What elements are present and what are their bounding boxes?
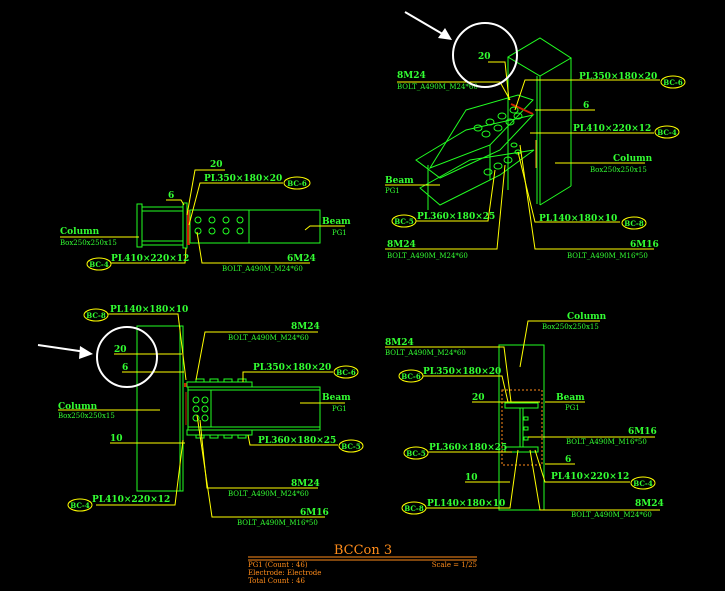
svg-text:BOLT_A490M_M24*60: BOLT_A490M_M24*60 — [397, 83, 478, 91]
svg-text:6M24: 6M24 — [287, 254, 316, 264]
svg-text:BC-4: BC-4 — [633, 479, 653, 488]
svg-text:Column: Column — [58, 402, 98, 412]
beam-label: Beam — [322, 217, 351, 227]
svg-text:Column: Column — [567, 312, 607, 322]
svg-text:BC-8: BC-8 — [624, 219, 644, 228]
view-top-plan: 20 PL350×180×20 BC-6 6 Column Box250x250… — [60, 160, 351, 273]
svg-text:PG1: PG1 — [332, 229, 347, 237]
svg-text:BC-4: BC-4 — [70, 501, 90, 510]
svg-text:BC-6: BC-6 — [663, 78, 683, 87]
svg-text:10: 10 — [110, 434, 123, 444]
svg-text:PL410×220×12: PL410×220×12 — [92, 495, 170, 505]
svg-text:10: 10 — [465, 473, 478, 483]
svg-text:BC-4: BC-4 — [657, 128, 677, 137]
svg-text:8M24: 8M24 — [387, 240, 416, 250]
svg-text:BC-6: BC-6 — [336, 368, 356, 377]
svg-text:PL140×180×10: PL140×180×10 — [539, 214, 617, 224]
svg-text:PL140×180×10: PL140×180×10 — [110, 305, 188, 315]
svg-text:PL410×220×12: PL410×220×12 — [551, 472, 629, 482]
svg-text:Box250x250x15: Box250x250x15 — [60, 239, 117, 247]
highlight-circle — [96, 326, 158, 388]
svg-text:BOLT_A490M_M16*50: BOLT_A490M_M16*50 — [567, 252, 648, 260]
bolt-group-iso — [473, 106, 523, 176]
svg-text:BC-6: BC-6 — [287, 179, 307, 188]
svg-text:PL350×180×20: PL350×180×20 — [579, 72, 657, 82]
svg-text:PL410×220×12: PL410×220×12 — [111, 254, 189, 264]
svg-text:PL140×180×10: PL140×180×10 — [427, 499, 505, 509]
svg-text:8M24: 8M24 — [635, 499, 664, 509]
svg-text:Box250x250x15: Box250x250x15 — [590, 166, 647, 174]
svg-text:PL410×220×12: PL410×220×12 — [573, 124, 651, 134]
svg-text:BOLT_A490M_M16*50: BOLT_A490M_M16*50 — [566, 438, 647, 446]
drawing-title: BCCon 3 — [334, 543, 392, 558]
svg-text:8M24: 8M24 — [385, 338, 414, 348]
weld-size-6: 6 — [168, 191, 174, 201]
svg-text:BOLT_A490M_M24*60: BOLT_A490M_M24*60 — [222, 265, 303, 273]
svg-text:8M24: 8M24 — [291, 479, 320, 489]
view-isometric: 20 8M24 BOLT_A490M_M24*60 PL350×180×20 B… — [385, 11, 686, 260]
svg-text:6: 6 — [565, 455, 571, 465]
svg-text:Column: Column — [613, 154, 653, 164]
svg-text:PL360×180×25: PL360×180×25 — [417, 212, 495, 222]
svg-text:PG1: PG1 — [332, 405, 347, 413]
column-label: Column — [60, 227, 100, 237]
svg-text:20: 20 — [472, 393, 485, 403]
svg-text:Total Count : 46: Total Count : 46 — [248, 577, 305, 585]
svg-text:BC-5: BC-5 — [341, 442, 361, 451]
svg-text:6M16: 6M16 — [630, 240, 659, 250]
svg-text:BOLT_A490M_M24*60: BOLT_A490M_M24*60 — [387, 252, 468, 260]
svg-text:PG1: PG1 — [385, 187, 400, 195]
svg-text:6M16: 6M16 — [300, 508, 329, 518]
weld-mark — [187, 210, 190, 245]
svg-text:6: 6 — [122, 363, 128, 373]
bubble-bc6 — [283, 176, 311, 190]
svg-text:Beam: Beam — [322, 393, 351, 403]
arrow-annotation — [404, 11, 447, 37]
svg-text:BOLT_A490M_M24*60: BOLT_A490M_M24*60 — [228, 490, 309, 498]
weld-size-20: 20 — [210, 160, 223, 170]
bolt-group — [194, 216, 244, 235]
svg-text:BC-4: BC-4 — [89, 260, 109, 269]
svg-text:6: 6 — [583, 101, 589, 111]
svg-text:BC-8: BC-8 — [86, 311, 106, 320]
svg-text:PG1 (Count : 46): PG1 (Count : 46) — [248, 561, 308, 569]
svg-text:BC-5: BC-5 — [406, 449, 426, 458]
svg-text:Box250x250x15: Box250x250x15 — [58, 412, 115, 420]
svg-text:PL350×180×20: PL350×180×20 — [253, 363, 331, 373]
highlight-circle — [452, 22, 518, 88]
svg-text:BC-8: BC-8 — [404, 504, 424, 513]
svg-text:20: 20 — [478, 52, 491, 62]
svg-text:Box250x250x15: Box250x250x15 — [542, 323, 599, 331]
svg-text:BC-6: BC-6 — [401, 372, 421, 381]
svg-text:Beam: Beam — [556, 393, 585, 403]
svg-text:BC-5: BC-5 — [394, 217, 414, 226]
svg-text:BOLT_A490M_M24*60: BOLT_A490M_M24*60 — [385, 349, 466, 357]
plate-label-pl350: PL350×180×20 — [204, 174, 282, 184]
svg-text:BOLT_A490M_M24*60: BOLT_A490M_M24*60 — [228, 334, 309, 342]
view-section: Column Box250x250x15 8M24 BOLT_A490M_M24… — [385, 312, 664, 519]
svg-text:BOLT_A490M_M16*50: BOLT_A490M_M16*50 — [237, 519, 318, 527]
svg-text:BOLT_A490M_M24*60: BOLT_A490M_M24*60 — [571, 511, 652, 519]
svg-text:Electrode: Electrode: Electrode: Electrode — [248, 569, 321, 577]
svg-text:20: 20 — [114, 345, 127, 355]
svg-text:8M24: 8M24 — [291, 322, 320, 332]
bubble-bc4 — [86, 257, 112, 271]
svg-text:PL360×180×25: PL360×180×25 — [429, 443, 507, 453]
svg-text:6M16: 6M16 — [628, 427, 657, 437]
svg-text:PL350×180×20: PL350×180×20 — [423, 367, 501, 377]
title-block: BCCon 3 PG1 (Count : 46) Electrode: Elec… — [248, 543, 477, 585]
view-side-elevation: BC-8 PL140×180×10 8M24 BOLT_A490M_M24*60… — [37, 305, 364, 527]
svg-text:PL360×180×25: PL360×180×25 — [258, 436, 336, 446]
svg-text:PG1: PG1 — [565, 404, 580, 412]
svg-text:Beam: Beam — [385, 176, 414, 186]
svg-text:8M24: 8M24 — [397, 71, 426, 81]
scale-label: Scale = 1/25 — [432, 561, 477, 569]
